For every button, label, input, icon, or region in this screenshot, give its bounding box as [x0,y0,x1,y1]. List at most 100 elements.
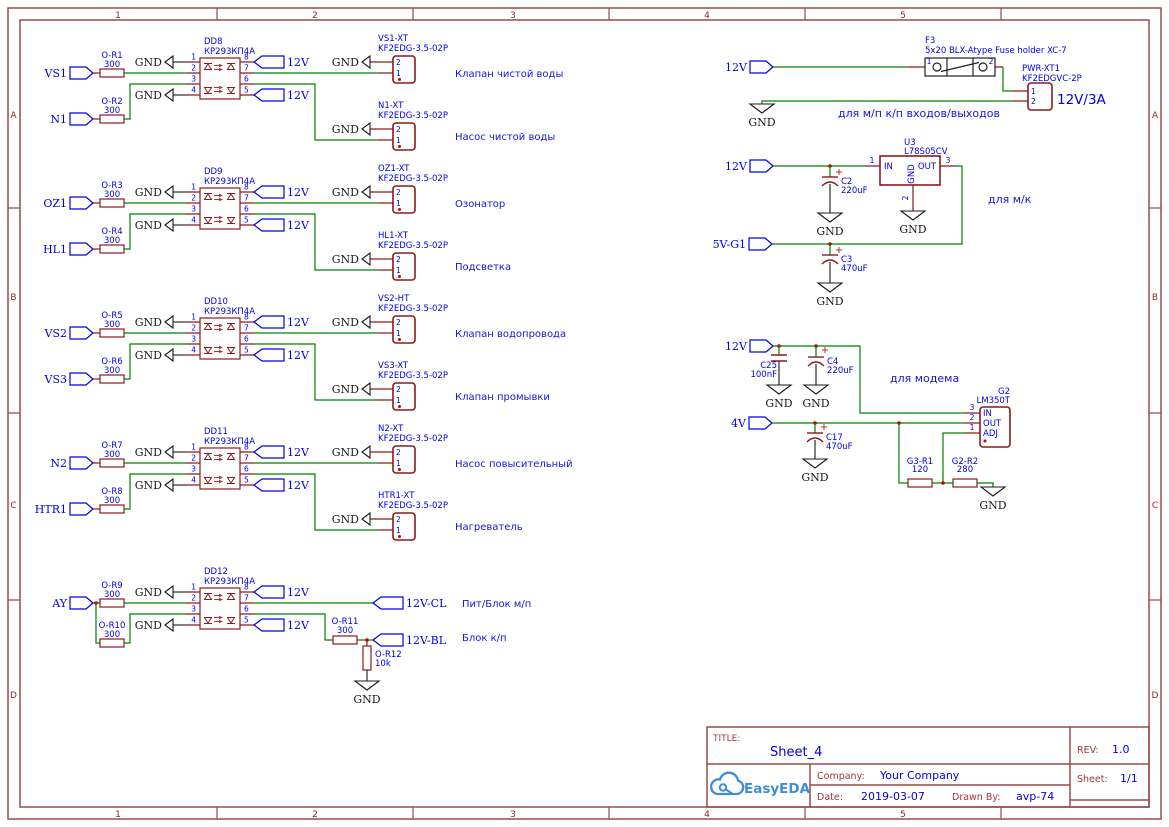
wire[interactable] [124,613,186,644]
gnd-flag[interactable]: GND [135,444,186,460]
resistor[interactable]: O-R1 300 [99,51,125,78]
gnd-flag[interactable]: GND [332,444,371,460]
gnd-symbol[interactable]: GND [748,103,776,129]
connector[interactable]: VS2-HT KF2EDG-3.5-02P 2 1 [370,294,448,344]
net-flag-12v[interactable]: 12V [253,55,310,69]
resistor[interactable]: O-R2 300 [99,97,125,124]
resistor[interactable]: O-R9 300 [99,581,125,608]
gnd-symbol[interactable]: GND [802,384,830,410]
optocoupler-ic-body[interactable] [199,187,241,230]
net-flag-12v[interactable]: 12V [253,218,310,232]
gnd-flag[interactable]: GND [135,584,186,600]
net-flag-12v[interactable]: 12V [725,159,774,173]
wire[interactable] [124,343,186,380]
optocoupler-ic-body[interactable] [199,57,241,100]
input-net-flag[interactable]: HTR1 [35,502,94,516]
capacitor-polarized[interactable]: C3 470uF [821,244,868,283]
optocoupler-block[interactable]: DD10 КР293КП4А 1 2 3 4 8 7 6 5 [44,294,567,411]
wire[interactable] [254,83,378,141]
wire[interactable] [254,213,378,271]
input-net-flag[interactable]: AY [51,596,94,610]
capacitor-polarized[interactable]: C17 470uF [806,423,853,459]
wire[interactable] [254,613,333,641]
input-net-flag[interactable]: VS2 [44,326,94,340]
connector[interactable]: OZ1-XT KF2EDG-3.5-02P 2 1 [370,164,448,214]
gnd-flag[interactable]: GND [135,217,186,233]
wire[interactable] [898,423,908,484]
connector[interactable]: HL1-XT KF2EDG-3.5-02P 2 1 [370,231,448,281]
capacitor-polarized[interactable]: C2 220uF [821,166,868,213]
input-net-flag[interactable]: VS1 [44,66,94,80]
gnd-flag[interactable]: GND [332,121,371,137]
gnd-symbol[interactable]: GND [801,458,829,484]
wire[interactable] [124,83,186,120]
connector[interactable]: VS3-XT KF2EDG-3.5-02P 2 1 [370,361,448,411]
wire[interactable] [254,473,378,531]
sheet-value[interactable]: 1/1 [1120,772,1138,785]
net-flag-5v[interactable]: 5V-G1 [713,237,773,251]
net-flag-12v[interactable]: 12V [725,60,774,74]
net-flag-12v-bl[interactable]: 12V-BL [372,633,447,647]
input-net-flag[interactable]: OZ1 [43,196,94,210]
gnd-flag[interactable]: GND [332,251,371,267]
drawn-by-value[interactable]: avp-74 [1016,790,1054,803]
gnd-flag[interactable]: GND [332,511,371,527]
date-value[interactable]: 2019-03-07 [861,790,925,803]
connector[interactable]: VS1-XT KF2EDG-3.5-02P 2 1 [370,34,448,84]
connector[interactable]: HTR1-XT KF2EDG-3.5-02P 2 1 [370,491,448,541]
wire[interactable] [977,482,994,487]
wire[interactable] [124,473,186,510]
resistor[interactable]: G2-R2 280 [952,457,978,488]
gnd-symbol[interactable]: GND [765,384,793,410]
net-flag-12v[interactable]: 12V [253,315,310,329]
capacitor-polarized[interactable]: C4 220uF [807,346,854,385]
gnd-flag[interactable]: GND [135,184,186,200]
gnd-symbol[interactable]: GND [979,486,1007,512]
fuse[interactable]: F3 5x20 BLX-Atype Fuse holder XC-7 1 2 [908,36,1067,77]
optocoupler-ic-body[interactable] [199,447,241,490]
resistor[interactable]: O-R8 300 [99,487,125,514]
resistor[interactable]: O-R10 300 [99,621,126,648]
gnd-flag[interactable]: GND [135,477,186,493]
gnd-symbol[interactable]: GND [816,282,844,308]
wire[interactable] [772,165,963,245]
optocoupler-block[interactable]: DD9 КР293КП4А 1 2 3 4 8 7 6 5 [43,164,511,281]
gnd-flag[interactable]: GND [332,381,371,397]
gnd-symbol[interactable]: GND [899,210,927,236]
input-net-flag[interactable]: N1 [50,112,94,126]
net-flag-12v[interactable]: 12V [725,339,774,353]
gnd-flag[interactable]: GND [332,184,371,200]
capacitor[interactable]: C25 100nF [750,346,787,385]
wire[interactable] [124,213,186,250]
wire[interactable] [942,432,965,483]
resistor[interactable]: O-R5 300 [99,311,125,338]
input-net-flag[interactable]: N2 [50,456,94,470]
connector-pwr[interactable]: PWR-XT1 KF2EDGVC-2P 1 2 [1013,64,1082,111]
input-net-flag[interactable]: HL1 [43,242,94,256]
net-flag-12v[interactable]: 12V [253,445,310,459]
net-flag-12v[interactable]: 12V [253,88,310,102]
wire[interactable] [95,603,100,644]
resistor[interactable]: O-R4 300 [99,227,125,254]
connector[interactable]: N2-XT KF2EDG-3.5-02P 2 1 [370,424,448,474]
optocoupler-ic-body[interactable] [199,587,241,630]
wire[interactable] [761,100,1013,104]
net-flag-4v[interactable]: 4V [731,416,773,430]
input-net-flag[interactable]: VS3 [44,372,94,386]
gnd-symbol[interactable]: GND [353,680,381,706]
wire[interactable] [254,343,378,401]
net-flag-12v[interactable]: 12V [253,348,310,362]
gnd-flag[interactable]: GND [135,54,186,70]
gnd-flag[interactable]: GND [135,617,186,633]
adjustable-regulator-ic[interactable]: G2 LM350T 3 2 1 IN OUT ADJ [965,387,1011,448]
gnd-flag[interactable]: GND [332,314,371,330]
rev-value[interactable]: 1.0 [1112,743,1130,756]
gnd-flag[interactable]: GND [135,347,186,363]
regulator-section[interactable]: 12V C2 220uF GND U3 L78S05CV 1 3 IN OUT [713,138,1032,308]
optocoupler-block[interactable]: DD11 КР293КП4А 1 2 3 4 8 7 6 5 [35,424,573,541]
voltage-regulator-ic[interactable]: U3 L78S05CV 1 3 IN OUT GND 2 [865,138,955,211]
net-flag-12v[interactable]: 12V [253,618,310,632]
gnd-flag[interactable]: GND [135,87,186,103]
net-flag-12v[interactable]: 12V [253,185,310,199]
gnd-flag[interactable]: GND [332,54,371,70]
